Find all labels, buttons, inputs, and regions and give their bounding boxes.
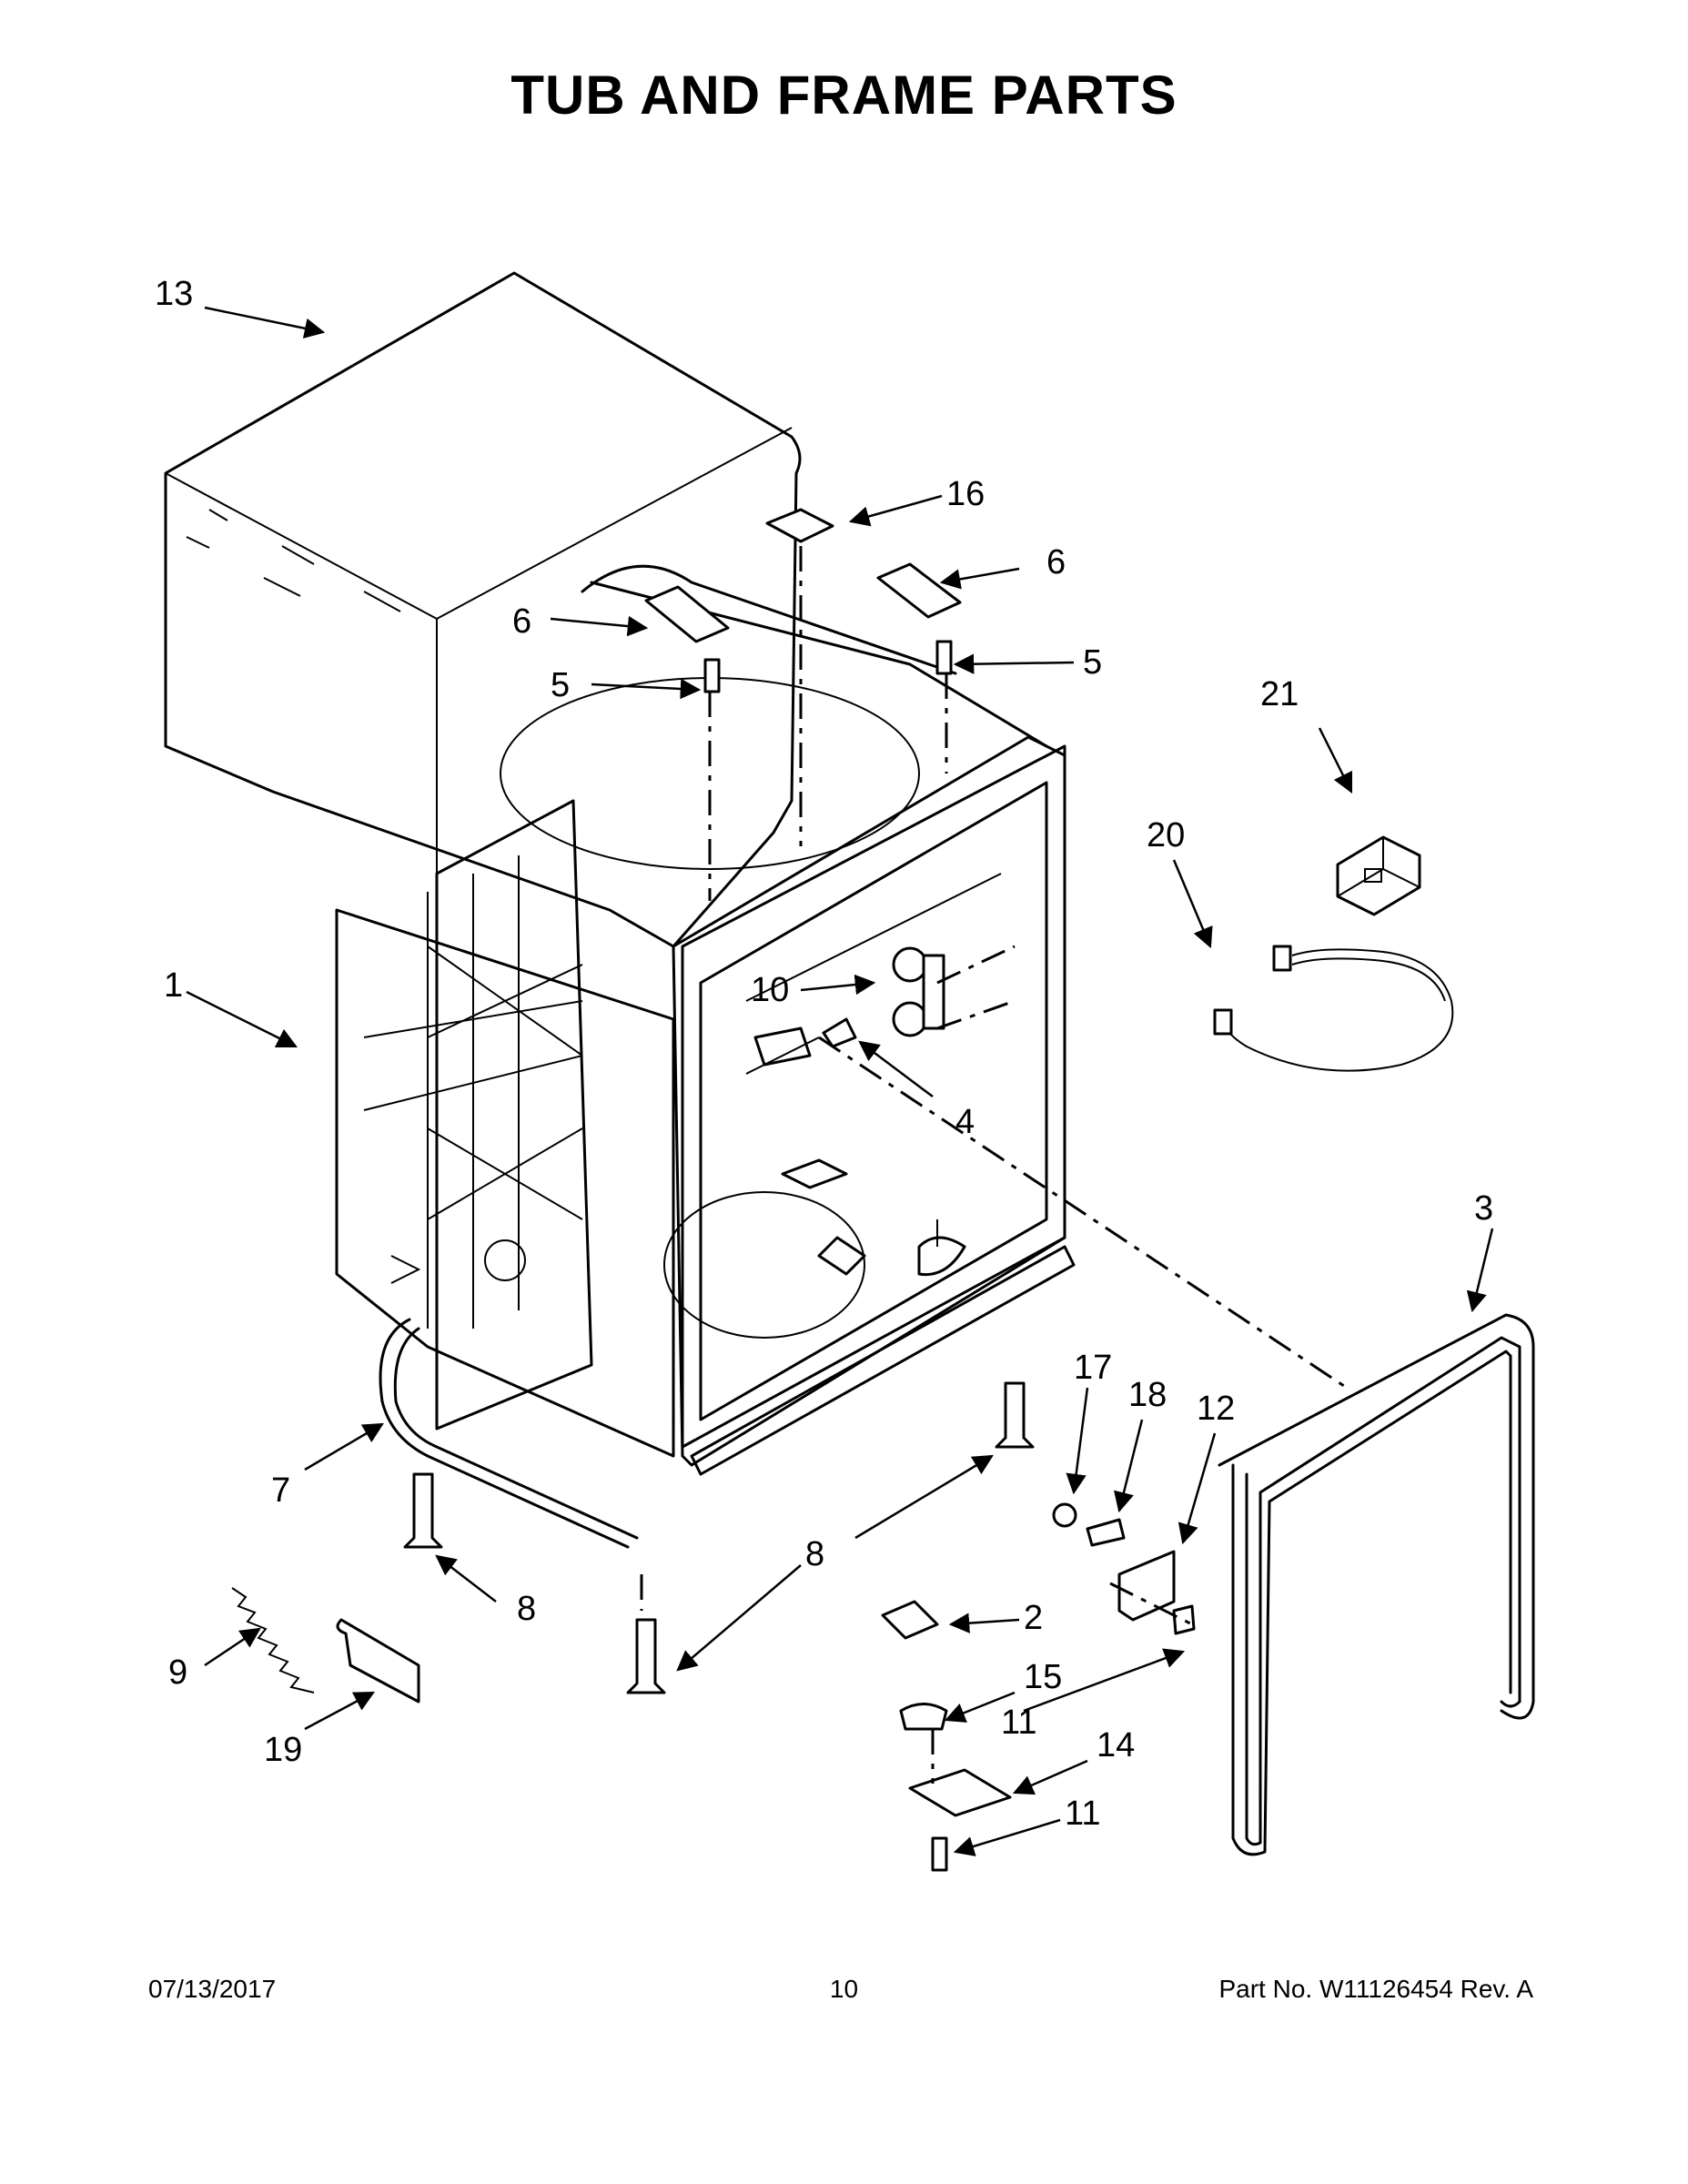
callout-6-right: 6 — [1046, 543, 1066, 581]
wire-harness-part — [1213, 945, 1454, 1072]
callout-9: 9 — [168, 1653, 187, 1692]
callout-21: 21 — [1260, 675, 1299, 713]
leveling-leg-parts — [403, 1381, 1035, 1694]
callout-11-lower: 11 — [1065, 1795, 1100, 1833]
callout-11-upper: 11 — [1001, 1704, 1036, 1742]
page-title: TUB AND FRAME PARTS — [510, 65, 1178, 126]
hinge-hardware — [644, 508, 962, 693]
callout-8-left: 8 — [517, 1590, 536, 1628]
callout-18: 18 — [1128, 1376, 1167, 1414]
callout-leaders — [186, 306, 1494, 1856]
callout-1: 1 — [164, 966, 183, 1005]
assembly-guide-lines — [640, 546, 1348, 1784]
rack-wheel-hardware — [822, 946, 945, 1048]
callout-4: 4 — [955, 1103, 975, 1141]
callout-7: 7 — [271, 1471, 290, 1510]
callout-20: 20 — [1147, 816, 1185, 854]
footer-part-number: Part No. W11126454 Rev. A — [1218, 1975, 1533, 2003]
callout-15: 15 — [1024, 1658, 1062, 1696]
footer-page-number: 10 — [829, 1975, 859, 2003]
callout-14: 14 — [1097, 1726, 1135, 1764]
door-gasket-part — [1218, 1313, 1535, 1856]
callout-13: 13 — [155, 275, 193, 313]
base-rail-part — [379, 1318, 639, 1549]
callout-8-right: 8 — [805, 1535, 824, 1573]
callout-6-left: 6 — [512, 602, 531, 641]
callout-19: 19 — [264, 1731, 302, 1769]
spring-and-pad-parts — [231, 1587, 420, 1704]
small-hardware-parts — [881, 1502, 1196, 1872]
callout-10: 10 — [751, 971, 789, 1009]
callout-3: 3 — [1474, 1189, 1493, 1228]
footer-date: 07/13/2017 — [148, 1975, 277, 2003]
callout-12: 12 — [1197, 1390, 1235, 1428]
insulation-blanket-part — [164, 271, 802, 948]
bracket-part — [1336, 835, 1421, 916]
callout-17: 17 — [1074, 1349, 1112, 1387]
callout-5-left: 5 — [551, 666, 570, 704]
callout-2: 2 — [1024, 1599, 1043, 1637]
callout-5-right: 5 — [1083, 643, 1102, 682]
callout-16: 16 — [946, 475, 985, 513]
